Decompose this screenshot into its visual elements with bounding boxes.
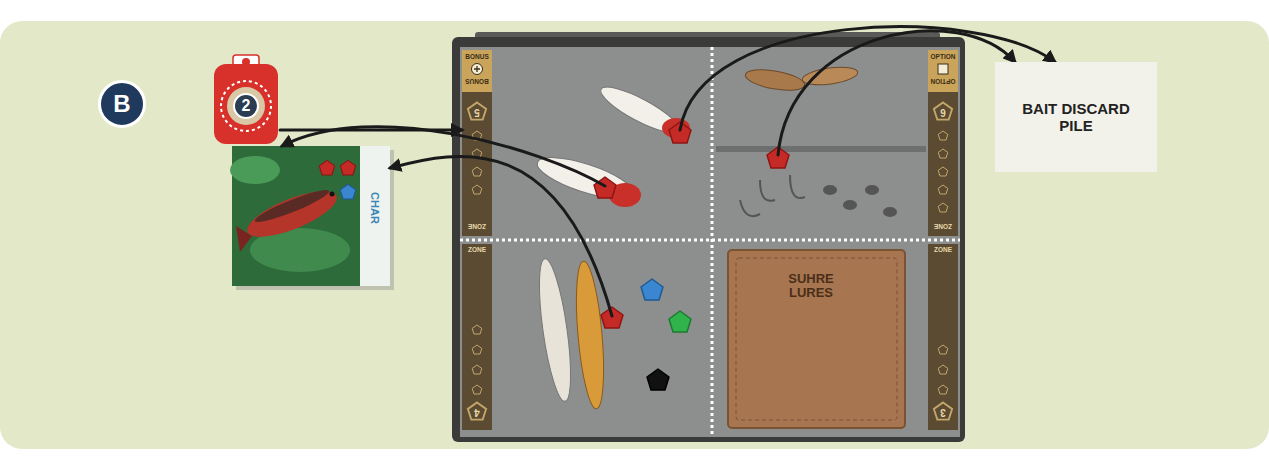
zone-word: ZONE — [468, 222, 486, 229]
card-marker — [319, 160, 334, 175]
zone-pentagon — [938, 131, 948, 140]
zone-number: 3 — [940, 407, 946, 418]
zone-pentagon — [938, 345, 948, 354]
bait-piece — [641, 279, 663, 300]
fish-card: CHAR — [232, 146, 390, 286]
zone-word: ZONE — [934, 246, 952, 253]
divider — [711, 47, 714, 437]
zone-word: ZONE — [468, 246, 486, 253]
leather-pad — [728, 250, 905, 428]
zone-strip-top — [928, 50, 958, 92]
leather-stitch — [736, 258, 897, 420]
weed — [230, 156, 280, 184]
fish-back — [253, 185, 332, 226]
token-body — [214, 64, 278, 144]
bonus-icon — [474, 66, 480, 72]
zone-strip — [928, 244, 958, 430]
tackle-zone: BONUS BONUS 5ZONE — [462, 50, 710, 238]
zone-pentagon — [938, 203, 948, 212]
zone-strip — [462, 50, 492, 236]
bonus-icon — [472, 64, 483, 75]
sinker — [865, 185, 879, 195]
zone-word: BONUS — [465, 77, 488, 84]
tackle-zone: OPTION OPTION 6ZONE — [714, 50, 958, 238]
tackle-box — [452, 32, 965, 442]
bait-token: 2 — [214, 64, 278, 144]
zone-strip — [462, 244, 492, 430]
zone-word: BONUS — [465, 53, 488, 60]
option-icon — [938, 64, 948, 74]
step-letter: B — [113, 91, 130, 117]
lure — [744, 66, 806, 94]
bait-piece — [647, 369, 669, 390]
zone-pentagon — [472, 365, 482, 374]
step-badge: B — [98, 80, 146, 128]
lure — [533, 257, 577, 403]
zone-number: 6 — [940, 107, 946, 118]
zone-pentagon — [938, 365, 948, 374]
zone-word: OPTION — [931, 77, 956, 84]
zone-number: 5 — [474, 107, 480, 118]
zone-pentagon — [934, 403, 952, 420]
tackle-zone: ZONE 3 SUHRE LURES — [714, 242, 958, 432]
zone-pentagon — [934, 103, 952, 120]
zone-pentagon — [938, 185, 948, 194]
bait-piece — [669, 311, 691, 332]
zone-pentagon — [472, 325, 482, 334]
discard-pile: BAIT DISCARD PILE — [995, 62, 1157, 172]
sinker — [883, 207, 897, 217]
zone-pentagon — [468, 103, 486, 120]
token-art — [214, 55, 278, 144]
card-marker — [340, 184, 355, 199]
sinker — [843, 200, 857, 210]
pile-label: BAIT DISCARD PILE — [1021, 101, 1131, 134]
box-floor — [460, 47, 960, 437]
zone-pentagon — [472, 185, 482, 194]
zone-number: 4 — [474, 407, 480, 418]
divider — [460, 239, 960, 242]
sinker — [823, 185, 837, 195]
fish-eye — [330, 192, 335, 197]
move-arrow — [390, 156, 612, 316]
hooks — [740, 175, 805, 216]
lure — [801, 64, 859, 88]
zone-pentagon — [938, 149, 948, 158]
brand-text: SUHRE LURES — [776, 272, 846, 301]
token-center — [234, 94, 258, 118]
tackle-zone: ZONE 4 — [462, 242, 710, 432]
zone-strip — [928, 50, 958, 236]
zone-pentagon — [472, 345, 482, 354]
zone-strip-top — [462, 50, 492, 92]
zone-pentagon — [938, 385, 948, 394]
token-number: 2 — [242, 97, 251, 115]
token-disc — [227, 87, 265, 125]
zone-pentagon — [468, 403, 486, 420]
card-marker — [340, 160, 355, 175]
box-frame — [452, 37, 965, 442]
sub-divider — [716, 146, 926, 152]
panel — [0, 21, 1269, 449]
zone-pentagon — [472, 385, 482, 394]
fish-name: CHAR — [369, 192, 381, 224]
fish-body — [242, 182, 342, 246]
zone-pentagon — [472, 167, 482, 176]
token-ring — [221, 81, 271, 131]
fish-card-art — [230, 146, 394, 290]
zone-word: OPTION — [931, 53, 956, 60]
zone-word: ZONE — [934, 222, 952, 229]
zone-pentagon — [938, 167, 948, 176]
move-arrow — [778, 31, 1015, 155]
